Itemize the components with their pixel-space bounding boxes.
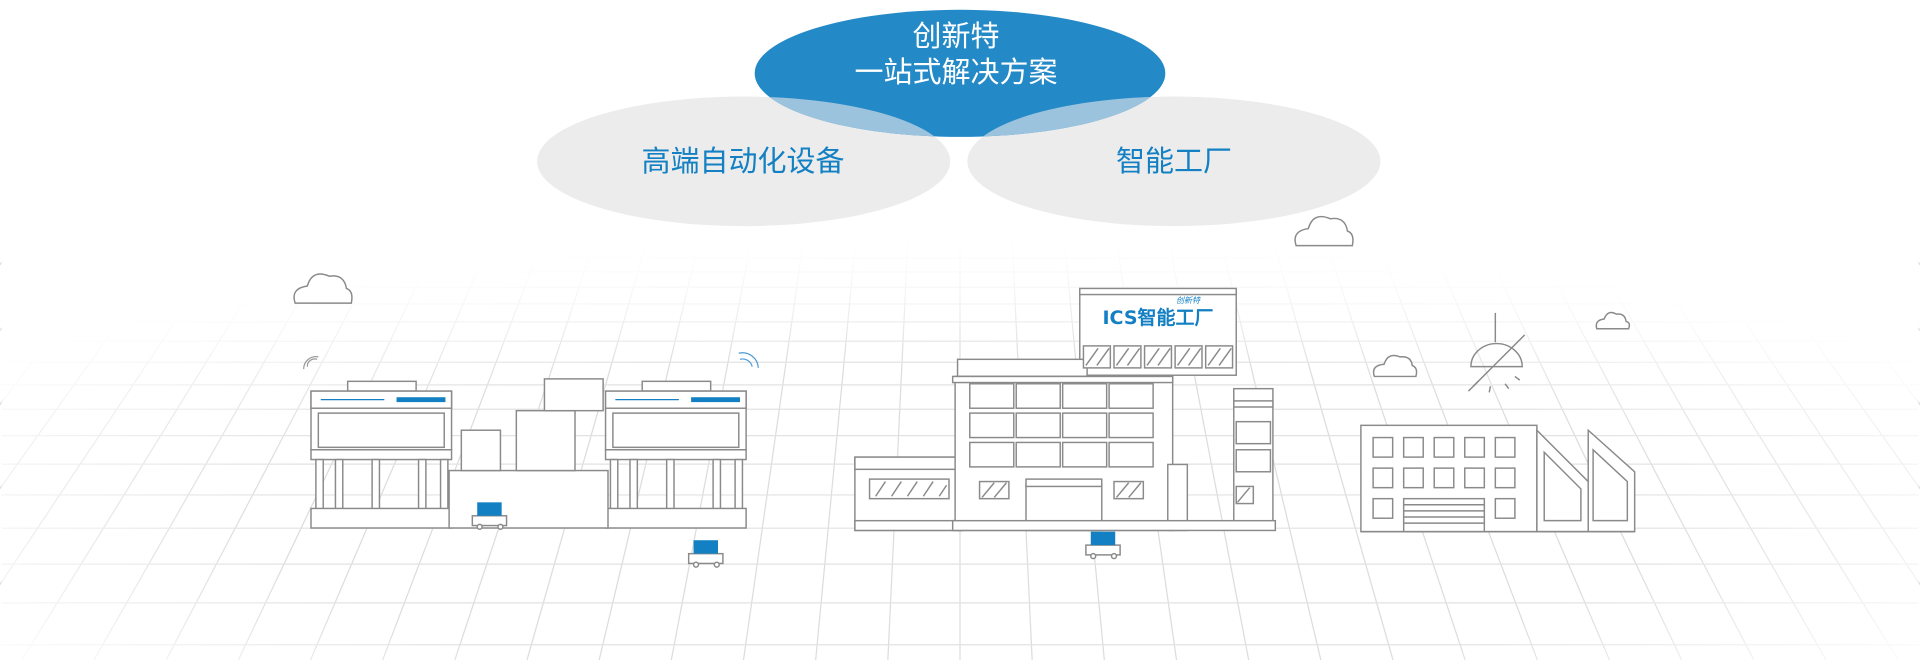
sign-title: ICS智能工厂 [1102, 307, 1214, 329]
brand-name: 创新特 [912, 19, 1000, 53]
automation-equipment [303, 352, 759, 568]
center-bubble [754, 9, 1166, 137]
sign-logo-text: 创新特 [1176, 296, 1200, 305]
agv-icon [471, 502, 508, 530]
right-bubble-label: 智能工厂 [1115, 144, 1232, 178]
center-bubble-label: 创新特 一站式解决方案 [830, 18, 1082, 90]
solution-title: 一站式解决方案 [854, 55, 1058, 89]
right-bubble [967, 96, 1381, 227]
agv-icon [687, 540, 724, 568]
agv-icon [1085, 531, 1121, 560]
smart-factory-building [854, 287, 1277, 560]
left-bubble-label: 高端自动化设备 [641, 144, 845, 178]
cloud-icon [293, 215, 1631, 378]
factory-building [1360, 424, 1636, 533]
left-bubble [537, 96, 951, 227]
weather-icon [1467, 312, 1526, 393]
building-sign: 创新特 ICS智能工厂 [1082, 296, 1234, 330]
